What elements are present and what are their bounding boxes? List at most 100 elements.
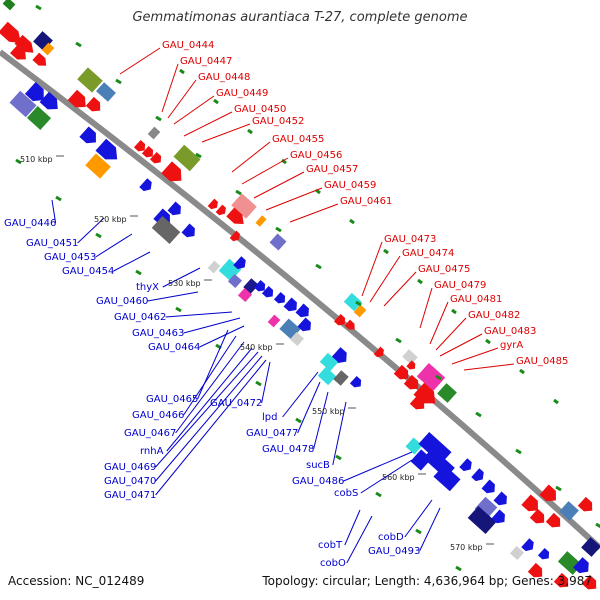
gene-feature bbox=[173, 144, 201, 172]
gene-label[interactable]: GAU_0486 bbox=[292, 476, 344, 487]
leader-line bbox=[51, 199, 57, 224]
gene-label[interactable]: GAU_0474 bbox=[402, 248, 454, 259]
gene-feature bbox=[141, 145, 154, 158]
gene-feature bbox=[283, 297, 297, 312]
gene-feature bbox=[295, 303, 309, 318]
leader-line bbox=[253, 171, 305, 199]
track-tick bbox=[75, 41, 82, 48]
leader-line bbox=[343, 451, 413, 482]
gene-feature bbox=[527, 562, 543, 578]
gene-feature bbox=[418, 432, 452, 464]
gene-label[interactable]: GAU_0455 bbox=[272, 134, 324, 145]
leader-line bbox=[419, 507, 441, 552]
gene-label[interactable]: sucB bbox=[306, 460, 330, 471]
kbp-tick-label: 560 kbp bbox=[382, 473, 415, 482]
gene-label[interactable]: GAU_0446 bbox=[4, 218, 56, 229]
gene-feature bbox=[77, 67, 103, 93]
gene-label[interactable]: GAU_0452 bbox=[252, 116, 304, 127]
gene-feature bbox=[521, 494, 538, 512]
gene-feature bbox=[393, 364, 409, 380]
gene-label[interactable]: GAU_0471 bbox=[104, 490, 156, 501]
track-tick bbox=[155, 115, 162, 122]
gene-feature bbox=[459, 458, 472, 472]
gene-label[interactable]: GAU_0482 bbox=[468, 310, 520, 321]
gene-label[interactable]: GAU_0478 bbox=[262, 444, 314, 455]
gene-label[interactable]: GAU_0465 bbox=[146, 394, 198, 405]
gene-label[interactable]: cobO bbox=[320, 558, 346, 569]
gene-label[interactable]: GAU_0459 bbox=[324, 180, 376, 191]
gene-label[interactable]: GAU_0466 bbox=[132, 410, 184, 421]
leader-line bbox=[113, 251, 151, 272]
gene-label[interactable]: GAU_0485 bbox=[516, 356, 568, 367]
gene-feature bbox=[95, 138, 118, 160]
gene-label[interactable]: GAU_0460 bbox=[96, 296, 148, 307]
gene-feature bbox=[26, 106, 52, 130]
gene-feature bbox=[2, 0, 16, 11]
gene-feature bbox=[181, 223, 195, 238]
gene-label[interactable]: GAU_0469 bbox=[104, 462, 156, 473]
gene-label[interactable]: GAU_0493 bbox=[368, 546, 420, 557]
leader-line bbox=[313, 391, 329, 450]
genome-backbone bbox=[0, 49, 600, 551]
gene-label[interactable]: GAU_0450 bbox=[234, 104, 286, 115]
leader-line bbox=[173, 95, 215, 125]
gene-feature bbox=[167, 201, 181, 216]
gene-feature bbox=[297, 317, 311, 332]
leader-line bbox=[166, 347, 253, 452]
gene-label[interactable]: GAU_0451 bbox=[26, 238, 78, 249]
gene-label[interactable]: GAU_0481 bbox=[450, 294, 502, 305]
gene-label[interactable]: GAU_0449 bbox=[216, 88, 268, 99]
kbp-tick-label: 510 kbp bbox=[20, 155, 53, 164]
gene-label[interactable]: lpd bbox=[262, 412, 277, 423]
leader-line bbox=[162, 267, 201, 288]
gene-label[interactable]: GAU_0479 bbox=[434, 280, 486, 291]
gene-labels: GAU_0444GAU_0447GAU_0448GAU_0449GAU_0450… bbox=[4, 40, 568, 569]
gene-feature bbox=[255, 215, 267, 227]
gene-feature bbox=[24, 82, 44, 102]
track-tick bbox=[247, 128, 253, 135]
gene-label[interactable]: gyrA bbox=[500, 340, 523, 351]
gene-label[interactable]: GAU_0467 bbox=[124, 428, 176, 439]
track-tick bbox=[179, 68, 185, 75]
gene-feature bbox=[231, 193, 257, 219]
gene-feature bbox=[317, 366, 337, 386]
gene-label[interactable]: GAU_0457 bbox=[306, 164, 358, 175]
gene-feature bbox=[319, 352, 339, 372]
leader-line bbox=[463, 363, 515, 371]
track-tick bbox=[295, 417, 302, 424]
gene-label[interactable]: GAU_0456 bbox=[290, 150, 342, 161]
gene-feature bbox=[553, 572, 569, 588]
gene-feature bbox=[409, 394, 425, 410]
gene-label[interactable]: thyX bbox=[136, 282, 159, 293]
leader-line bbox=[199, 325, 245, 348]
gene-label[interactable]: GAU_0444 bbox=[162, 40, 214, 51]
gene-label[interactable]: GAU_0472 bbox=[210, 398, 262, 409]
gene-label[interactable]: GAU_0470 bbox=[104, 476, 156, 487]
gene-feature bbox=[333, 313, 346, 326]
gene-label[interactable]: GAU_0462 bbox=[114, 312, 166, 323]
leader-line bbox=[155, 359, 267, 496]
gene-label[interactable]: cobS bbox=[334, 488, 358, 499]
gene-label[interactable]: GAU_0473 bbox=[384, 234, 436, 245]
gene-label[interactable]: GAU_0453 bbox=[44, 252, 96, 263]
gene-label[interactable]: GAU_0475 bbox=[418, 264, 470, 275]
gene-label[interactable]: GAU_0454 bbox=[62, 266, 114, 277]
gene-feature bbox=[79, 126, 96, 144]
track-tick bbox=[115, 78, 122, 85]
gene-label[interactable]: GAU_0477 bbox=[246, 428, 298, 439]
gene-label[interactable]: cobD bbox=[378, 532, 404, 543]
gene-label[interactable]: GAU_0447 bbox=[180, 56, 232, 67]
track-tick bbox=[135, 269, 142, 276]
gene-label[interactable]: cobT bbox=[318, 540, 343, 551]
gene-feature bbox=[139, 178, 152, 192]
gene-label[interactable]: GAU_0464 bbox=[148, 342, 200, 353]
gene-label[interactable]: rnhA bbox=[140, 446, 164, 457]
gene-feature bbox=[410, 449, 432, 471]
gene-label[interactable]: GAU_0483 bbox=[484, 326, 536, 337]
track-tick bbox=[595, 522, 600, 529]
gene-label[interactable]: GAU_0448 bbox=[198, 72, 250, 83]
gene-feature bbox=[344, 319, 355, 330]
gene-label[interactable]: GAU_0463 bbox=[132, 328, 184, 339]
gene-label[interactable]: GAU_0461 bbox=[340, 196, 392, 207]
